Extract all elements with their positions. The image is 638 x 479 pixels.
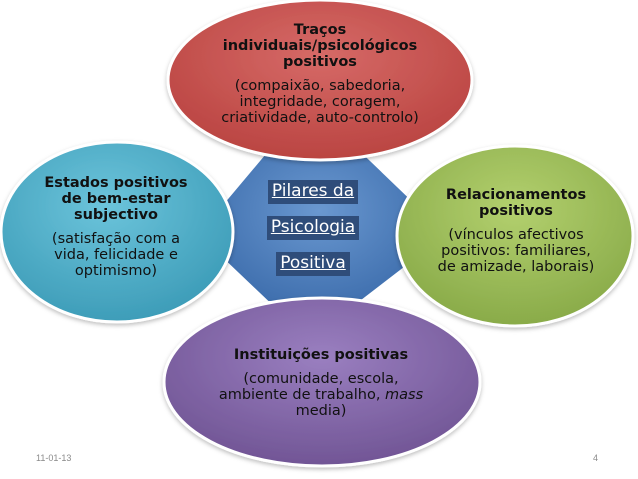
footer-date: 11-01-13 xyxy=(36,453,72,463)
top-detail-line: integridade, coragem, xyxy=(239,94,401,110)
top-title-line: positivos xyxy=(283,54,357,70)
right-detail-line: (vínculos afectivos xyxy=(448,227,584,243)
right-title-line: positivos xyxy=(479,203,553,219)
bottom-node-shape xyxy=(162,296,482,468)
bottom-detail-line: (comunidade, escola, xyxy=(243,371,399,387)
center-line-1: Pilares da xyxy=(267,180,359,204)
bottom-title-line: Instituições positivas xyxy=(233,347,409,363)
right-detail-line: positivos: familiares, xyxy=(441,243,591,259)
top-detail-line: (compaixão, sabedoria, xyxy=(234,78,406,94)
center-line-3: Positiva xyxy=(276,252,350,276)
left-node-shape xyxy=(0,140,235,324)
slide-number: 4 xyxy=(593,453,599,463)
bottom-detail-line: media) xyxy=(295,403,347,419)
bottom-node-title: Instituições positivas xyxy=(196,347,446,363)
left-title-line: Estados positivos xyxy=(44,175,188,191)
top-detail-line: criatividade, auto-controlo) xyxy=(221,110,419,126)
right-title-line: Relacionamentos xyxy=(445,187,587,203)
left-node-text: Estados positivos de bem-estar subjectiv… xyxy=(16,175,216,279)
center-line-2: Psicologia xyxy=(266,216,360,240)
center-label: Pilares da Psicologia Positiva xyxy=(238,180,388,288)
right-node-title: Relacionamentos positivos xyxy=(416,187,616,219)
bottom-detail-prefix: ambiente de trabalho, xyxy=(218,387,386,403)
right-detail-line: de amizade, laborais) xyxy=(437,259,595,275)
left-detail-line: vida, felicidade e xyxy=(54,247,178,263)
right-node-text: Relacionamentos positivos (vínculos afec… xyxy=(416,187,616,275)
top-title-line: Traços xyxy=(293,22,347,38)
right-node-shape xyxy=(395,144,635,328)
left-detail-line: optimismo) xyxy=(74,263,158,279)
left-title-line: de bem-estar xyxy=(61,191,171,207)
left-node-detail: (satisfação com a vida, felicidade e opt… xyxy=(16,231,216,279)
top-title-line: individuais/psicológicos xyxy=(222,38,418,54)
bottom-detail-emphasis: mass xyxy=(385,387,424,403)
left-detail-line: (satisfação com a xyxy=(51,231,181,247)
top-node-title: Traços individuais/psicológicos positivo… xyxy=(200,22,440,70)
left-title-line: subjectivo xyxy=(73,207,159,223)
bottom-node-text: Instituições positivas (comunidade, esco… xyxy=(196,347,446,419)
left-node-title: Estados positivos de bem-estar subjectiv… xyxy=(16,175,216,223)
top-node-shape xyxy=(166,0,474,162)
right-node-detail: (vínculos afectivos positivos: familiare… xyxy=(416,227,616,275)
top-node-detail: (compaixão, sabedoria, integridade, cora… xyxy=(200,78,440,126)
bottom-node-detail: (comunidade, escola, ambiente de trabalh… xyxy=(196,371,446,419)
top-node-text: Traços individuais/psicológicos positivo… xyxy=(200,22,440,126)
bottom-detail-line: ambiente de trabalho, mass xyxy=(196,387,446,403)
